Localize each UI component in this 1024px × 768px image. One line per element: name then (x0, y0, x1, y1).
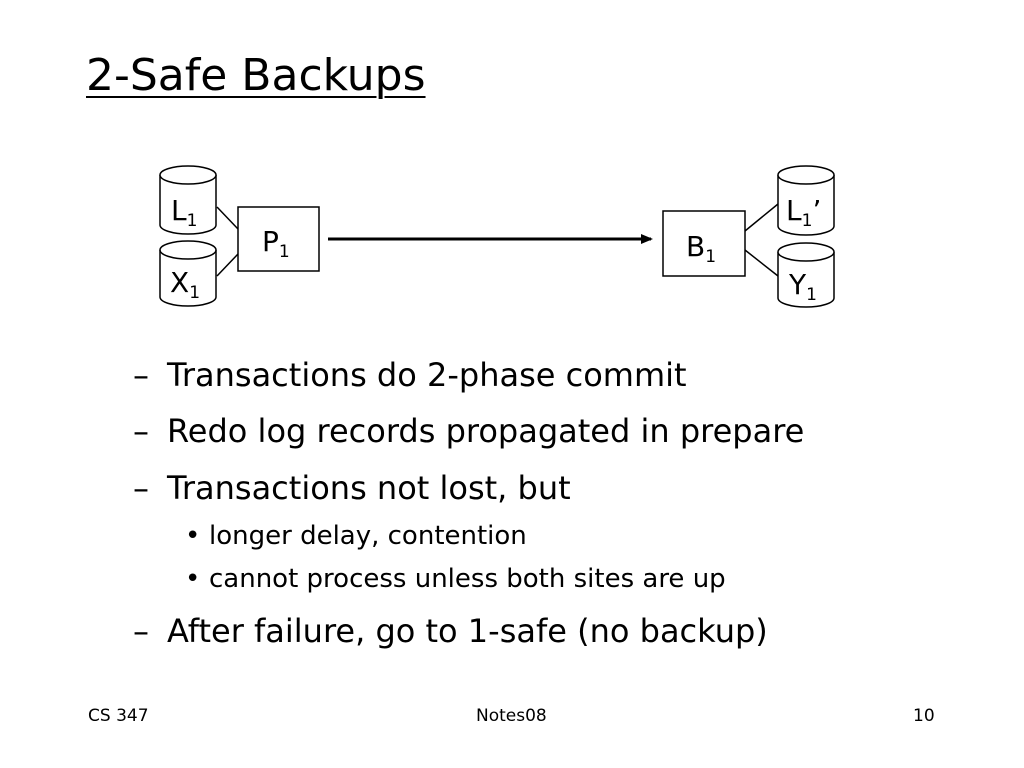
bullet-item: –After failure, go to 1-safe (no backup) (133, 612, 993, 650)
bullet-dot: • (185, 521, 201, 552)
connector-b1-l1prime (744, 203, 779, 232)
footer-notes: Notes08 (476, 706, 547, 726)
primary-site-label: P1 (262, 225, 290, 262)
bullet-dash: – (133, 412, 149, 451)
sub-bullet-item: • cannot process unless both sites are up (185, 564, 993, 595)
sub-bullet-text: cannot process unless both sites are up (209, 564, 726, 595)
disk-l1-prime: L1’ (777, 165, 835, 236)
slide-title: 2-Safe Backups (86, 50, 426, 101)
sub-bullet-item: • longer delay, contention (185, 521, 993, 552)
bullet-dash: – (133, 468, 149, 507)
disk-l1: L1 (159, 165, 217, 235)
connector-b1-y1 (744, 249, 779, 277)
primary-site-box: P1 (237, 206, 320, 272)
bullet-text: Transactions do 2-phase commit (167, 356, 687, 394)
disk-y1-label: Y1 (788, 268, 817, 305)
disk-y1: Y1 (777, 242, 835, 308)
sub-bullet-text: longer delay, contention (209, 521, 527, 552)
footer-course: CS 347 (88, 706, 149, 726)
bullet-item: –Transactions do 2-phase commit (133, 356, 993, 394)
backup-site-label: B1 (686, 230, 716, 267)
bullet-list: –Transactions do 2-phase commit –Redo lo… (133, 356, 993, 668)
bullet-item: –Transactions not lost, but (133, 469, 993, 507)
bullet-item: –Redo log records propagated in prepare (133, 412, 993, 450)
backup-site-box: B1 (662, 210, 746, 277)
bullet-dot: • (185, 564, 201, 595)
bullet-dash: – (133, 356, 149, 394)
disk-l1-prime-label: L1’ (786, 194, 821, 231)
bullet-text: After failure, go to 1-safe (no backup) (167, 611, 768, 650)
connector-l1-p1 (216, 206, 239, 230)
bullet-text: Transactions not lost, but (167, 468, 571, 507)
footer-page-number: 10 (913, 706, 935, 726)
connector-x1-p1 (216, 253, 239, 277)
bullet-dash: – (133, 611, 149, 650)
disk-x1: X1 (159, 240, 217, 307)
bullet-text: Redo log records propagated in prepare (167, 412, 805, 451)
disk-l1-label: L1 (171, 194, 197, 231)
disk-x1-label: X1 (170, 266, 200, 303)
